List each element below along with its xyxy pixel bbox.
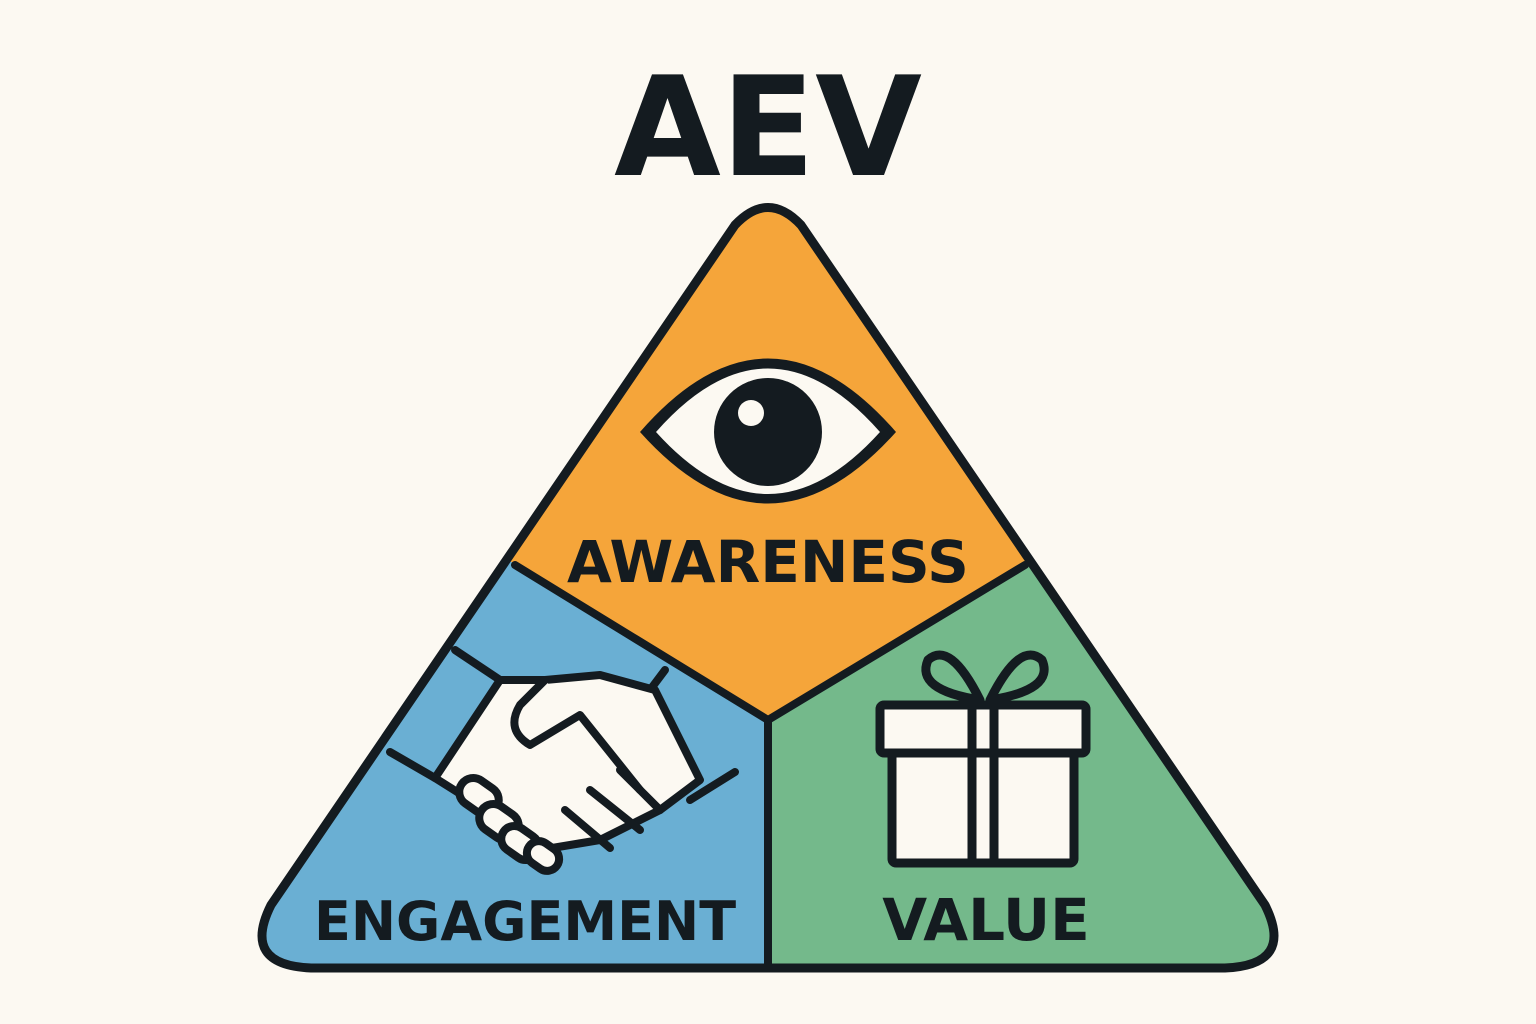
- handshake-icon: [386, 646, 739, 875]
- segment-dividers: [511, 561, 1029, 970]
- eye-icon: [640, 358, 896, 504]
- triangle-outline: [257, 203, 1279, 973]
- gift-icon: [875, 650, 1091, 868]
- engagement-label: ENGAGEMENT: [314, 890, 736, 953]
- value-label: VALUE: [882, 886, 1089, 954]
- diagram-title: AEV: [614, 47, 922, 208]
- awareness-label: AWARENESS: [567, 528, 969, 596]
